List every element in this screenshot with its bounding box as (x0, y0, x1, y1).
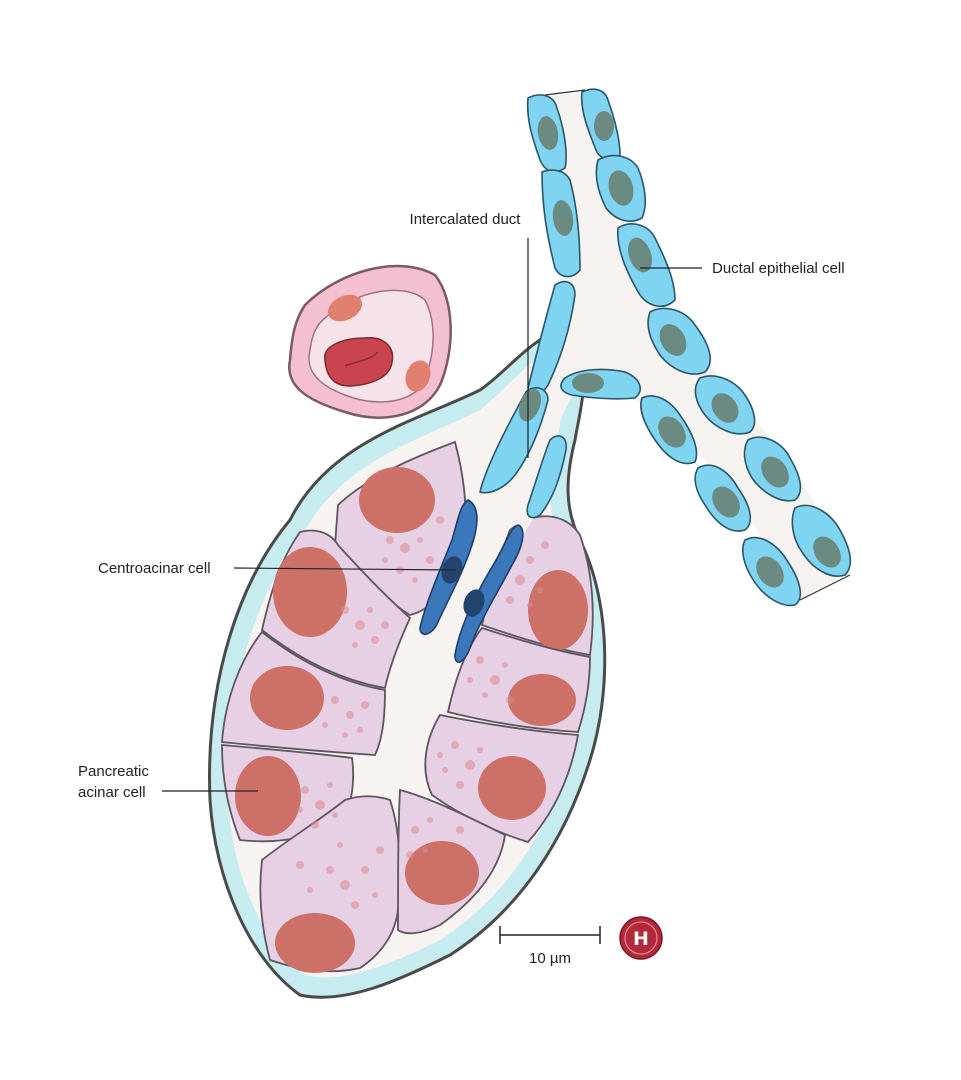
ductal-nucleus (537, 116, 559, 150)
ductal-cell (791, 504, 852, 577)
acinar-nucleus (235, 756, 301, 836)
ductal-cell (479, 387, 549, 494)
acinar-nucleus (405, 841, 479, 905)
acinar-nucleus (275, 913, 355, 973)
ductal-cell (742, 536, 802, 607)
ductal-cell (527, 280, 576, 395)
acinar-nucleus (359, 467, 435, 533)
label-pancreatic-acinar-cell-text-line1: Pancreatic (78, 763, 149, 780)
label-pancreatic-acinar-cell: Pancreatic acinar cell (78, 763, 258, 801)
ductal-nucleus (813, 536, 841, 568)
acinar-nucleus (478, 756, 546, 820)
label-pancreatic-acinar-cell-text-line2: acinar cell (78, 784, 146, 801)
centroacinar-cells (419, 499, 524, 663)
ductal-cell (647, 307, 711, 375)
label-intercalated-duct: Intercalated duct (410, 211, 529, 458)
acinar-cell (446, 626, 591, 733)
ductal-nucleus (627, 237, 653, 273)
ductal-nucleus (659, 324, 687, 356)
ductal-cell (640, 395, 698, 465)
scale-bar-label: 10 µm (529, 950, 571, 967)
acinar-cell (397, 788, 506, 935)
ductal-nucleus (608, 170, 634, 206)
centroacinar-nucleus (463, 589, 485, 617)
ductal-cell (580, 88, 621, 160)
acinar-nucleus (273, 547, 347, 637)
ductal-cell (541, 169, 581, 278)
ductal-cell (526, 94, 567, 173)
ductal-cell (560, 368, 641, 400)
acinus (208, 327, 607, 999)
capillary (288, 264, 452, 419)
ductal-cell (595, 154, 647, 222)
endothelial-nucleus (405, 360, 431, 392)
duct (479, 88, 852, 607)
ductal-nucleus (711, 393, 739, 423)
ductal-cell (694, 375, 756, 435)
ductal-nucleus (594, 111, 614, 141)
label-intercalated-duct-text: Intercalated duct (410, 211, 522, 228)
label-centroacinar-cell-text: Centroacinar cell (98, 560, 211, 577)
label-centroacinar-cell: Centroacinar cell (98, 560, 457, 577)
ductal-cell (617, 223, 676, 308)
acinar-cell (260, 529, 412, 690)
acinar-cell (259, 795, 401, 973)
label-ductal-epithelial-cell-text: Ductal epithelial cell (712, 260, 845, 277)
acinar-nucleus (528, 570, 588, 650)
ductal-cell (526, 435, 568, 519)
ductal-cell (743, 436, 802, 502)
acinar-cell (424, 713, 580, 844)
centroacinar-cell (454, 524, 524, 663)
leader-centroacinar-cell (233, 567, 457, 571)
ductal-nucleus (518, 388, 542, 422)
ductal-nucleus (658, 416, 686, 448)
ductal-nucleus (552, 200, 574, 236)
ductal-nucleus (712, 486, 740, 518)
acinar-nucleus (508, 674, 576, 726)
duct-cut-line-right (799, 574, 851, 601)
ductal-nucleus (572, 373, 604, 393)
acinar-cell (221, 630, 386, 756)
logo-letter: H (633, 928, 649, 950)
duct-cut-line-top (544, 89, 586, 96)
label-ductal-epithelial-cell: Ductal epithelial cell (640, 260, 845, 277)
ductal-nucleus (756, 556, 784, 588)
endothelial-nucleus (327, 294, 363, 322)
acinar-nucleus (250, 666, 324, 730)
logo-icon: H (619, 916, 663, 960)
scale-bar: 10 µm (499, 926, 601, 967)
ductal-cell (694, 464, 752, 532)
ductal-nucleus (761, 456, 789, 488)
